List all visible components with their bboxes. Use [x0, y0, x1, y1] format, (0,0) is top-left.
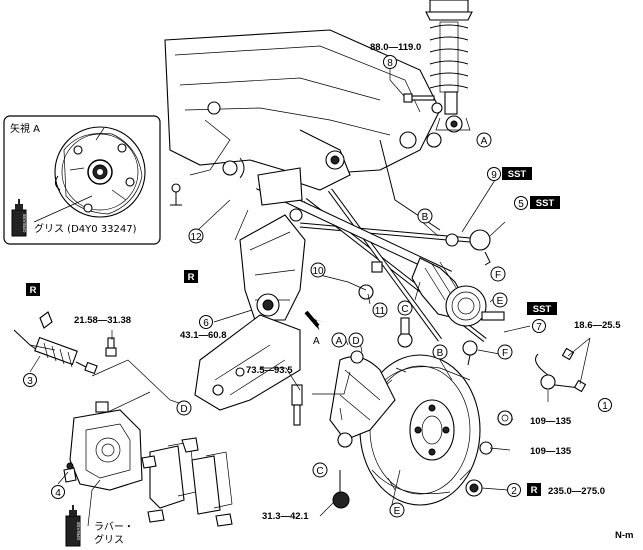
svg-text:R: R — [531, 485, 538, 496]
inset-grease-label: グリス (D4Y0 33247) — [34, 222, 137, 235]
backing-plate-drawing — [291, 350, 396, 448]
leader-lines — [29, 66, 591, 527]
letter-c-bottom: C — [312, 462, 328, 478]
callout-8: 8 — [383, 55, 397, 69]
callout-6-label: 6 — [203, 318, 209, 329]
callout-12-label: 12 — [190, 232, 202, 243]
callout-5-label: 5 — [518, 199, 524, 210]
torque-nut-2: 109—135 — [530, 446, 572, 457]
callout-12: 12 — [188, 228, 204, 244]
callout-8-label: 8 — [387, 58, 393, 69]
badge-r-3: R — [26, 283, 40, 296]
svg-text:C: C — [401, 304, 408, 315]
drive-shaft-drawing — [256, 167, 505, 327]
callout-7-label: 7 — [536, 322, 542, 333]
callout-10: 10 — [310, 262, 326, 278]
badge-sst-7: SST — [527, 302, 557, 315]
torque-link: 18.6—25.5 — [574, 320, 621, 331]
letter-a-mid: A — [331, 332, 347, 348]
letter-d-mid: D — [348, 332, 364, 348]
link-1-drawing — [535, 347, 587, 393]
brake-caliper-drawing — [63, 401, 143, 491]
callout-5: 5 — [514, 196, 528, 210]
callout-9: 9 — [487, 167, 501, 181]
callout-2-label: 2 — [511, 486, 517, 497]
badge-sst-9: SST — [502, 167, 532, 180]
callout-9-label: 9 — [491, 170, 497, 181]
badge-r-12: R — [184, 270, 198, 283]
svg-text:C: C — [316, 466, 323, 477]
callout-11-label: 11 — [375, 306, 386, 317]
letter-c-mid: C — [397, 300, 413, 316]
callout-11: 11 — [372, 302, 388, 318]
badge-sst-5: SST — [530, 196, 560, 209]
rubber-grease-label-1: ラバー・ — [94, 521, 134, 533]
svg-text:SST: SST — [533, 304, 552, 315]
svg-text:B: B — [437, 348, 444, 359]
torque-nut-1: 109—135 — [530, 416, 572, 427]
callout-7: 7 — [532, 319, 546, 333]
inset-hub-drawing — [54, 126, 146, 218]
callout-3-label: 3 — [27, 376, 33, 387]
brake-pads-drawing — [141, 437, 233, 527]
torque-2: 235.0—275.0 — [548, 486, 605, 497]
rear-crossmember-drawing — [164, 29, 442, 206]
svg-text:A: A — [481, 136, 488, 147]
svg-text:R: R — [188, 272, 195, 283]
view-arrow-a: A — [304, 310, 327, 347]
svg-text:A: A — [336, 336, 343, 347]
callout-6: 6 — [199, 315, 213, 329]
rubber-grease-can-icon: GREASE — [65, 505, 81, 547]
svg-text:F: F — [502, 348, 508, 359]
svg-text:SST: SST — [536, 198, 555, 209]
page-code: N-m — [615, 530, 633, 541]
grease-can-icon: GREASE — [11, 199, 27, 237]
torque-brake-bolt: 21.58—31.38 — [74, 315, 131, 326]
grease-can-text: GREASE — [22, 214, 27, 233]
rubber-grease-can-text: GREASE — [76, 522, 81, 541]
letter-b-top: B — [417, 208, 433, 224]
callout-10-label: 10 — [312, 266, 324, 277]
callout-3: 3 — [23, 373, 37, 387]
svg-text:D: D — [352, 336, 359, 347]
letter-e-bottom: E — [389, 502, 405, 518]
view-arrow-a-label: A — [313, 336, 320, 347]
callout-4: 4 — [51, 485, 65, 499]
callout-1: 1 — [598, 398, 612, 412]
knuckle-drawing — [194, 214, 306, 411]
svg-text:B: B — [422, 212, 429, 223]
letter-f-mid: F — [497, 344, 513, 360]
svg-text:R: R — [30, 285, 37, 296]
letter-f-top: F — [490, 266, 506, 282]
svg-text:E: E — [394, 506, 401, 517]
callout-4-label: 4 — [55, 488, 61, 499]
inset-title: 矢視 A — [10, 122, 40, 135]
letter-b-mid: B — [432, 344, 448, 360]
svg-text:F: F — [495, 270, 501, 281]
torque-6: 43.1—60.8 — [180, 330, 226, 341]
svg-text:E: E — [497, 296, 504, 307]
rubber-grease-label-2: グリス — [94, 533, 124, 546]
svg-text:SST: SST — [508, 169, 527, 180]
badge-r-2: R — [527, 483, 541, 496]
letter-d-left: D — [176, 400, 192, 416]
svg-text:D: D — [180, 404, 187, 415]
torque-knuckle: 73.5—93.5 — [246, 365, 293, 376]
inset-view-a: 矢視 A GREASE グリス (D4Y0 33247) — [3, 115, 161, 245]
letter-e-top: E — [492, 292, 508, 308]
shock-absorber-drawing — [425, 0, 473, 133]
letter-a-top: A — [476, 132, 492, 148]
caliper-bolt-drawing — [105, 337, 117, 357]
parking-brake-cable-drawing — [13, 311, 98, 375]
callout-1-label: 1 — [602, 401, 608, 412]
callout-2: 2 — [507, 483, 521, 497]
bolt-8-drawing — [403, 93, 443, 114]
torque-bottom: 31.3—42.1 — [262, 511, 309, 522]
torque-8: 88.0—119.0 — [370, 42, 421, 53]
